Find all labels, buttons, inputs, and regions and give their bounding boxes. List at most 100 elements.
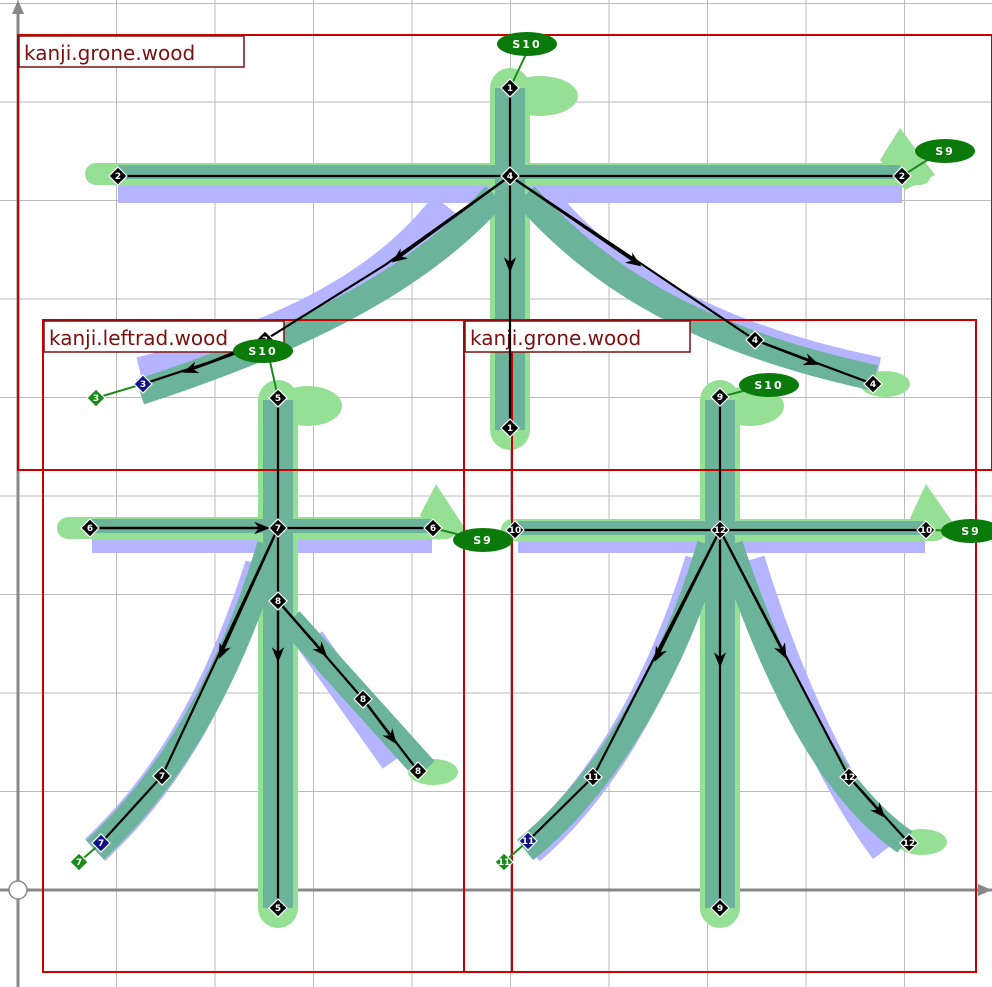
node-diamond-icon [505, 520, 525, 540]
node-label: 7 [275, 524, 281, 534]
node-label: 12 [714, 526, 727, 536]
right-box-label: kanji.grone.wood [470, 326, 641, 350]
node-7-blue[interactable]: 7 [91, 833, 111, 853]
node-4-black[interactable]: 4 [745, 330, 765, 350]
node-label: 4 [752, 336, 758, 346]
node-6-black[interactable]: 6 [423, 518, 443, 538]
tag-label: S10 [248, 345, 277, 358]
node-diamond-icon [268, 898, 288, 918]
tag-ellipse [453, 528, 513, 552]
left-box[interactable] [42, 319, 513, 973]
node-label: 3 [93, 394, 99, 404]
node-diamond-icon [583, 767, 603, 787]
node-6-black[interactable]: 6 [80, 518, 100, 538]
node-4-black[interactable]: 4 [500, 166, 520, 186]
right-box[interactable] [463, 319, 977, 973]
node-12-black[interactable]: 12 [710, 520, 730, 540]
skeleton-right-left-sweep-arrow [654, 529, 721, 662]
node-8-black[interactable]: 8 [408, 761, 428, 781]
tag-ellipse [739, 373, 799, 397]
skeleton-right-right-sweep-arrow [719, 529, 787, 659]
node-10-black[interactable]: 10 [916, 520, 936, 540]
stroke-tag-badge[interactable]: S9 [941, 519, 992, 543]
node-label: 2 [899, 172, 905, 182]
node-9-black[interactable]: 9 [710, 898, 730, 918]
node-diamond-icon [494, 852, 514, 872]
node-7-black[interactable]: 7 [268, 518, 288, 538]
node-label: 12 [903, 839, 916, 849]
node-8-black[interactable]: 8 [268, 591, 288, 611]
teal-stroke-left-sweep [86, 541, 283, 860]
node-10-black[interactable]: 10 [505, 520, 525, 540]
node-diamond-icon [353, 689, 373, 709]
node-11-black[interactable]: 11 [583, 767, 603, 787]
node-5-black[interactable]: 5 [268, 388, 288, 408]
stroke-tag-badge[interactable]: S10 [233, 339, 293, 363]
bounding-boxes [17, 34, 992, 973]
outer-box-label: kanji.grone.wood [24, 41, 195, 65]
tag-ellipse [941, 519, 992, 543]
node-label: 12 [843, 773, 856, 783]
tag-label: S10 [512, 38, 541, 51]
node-label: 6 [430, 524, 436, 534]
node-7-green[interactable]: 7 [69, 852, 89, 872]
stroke-tag-badge[interactable]: S9 [453, 528, 513, 552]
node-label: 3 [140, 380, 146, 390]
node-9-black[interactable]: 9 [710, 387, 730, 407]
node-1-black[interactable]: 1 [500, 418, 520, 438]
skeleton-left-diag-arrow [277, 600, 328, 657]
node-label: 4 [870, 380, 876, 390]
node-5-black[interactable]: 5 [268, 898, 288, 918]
stroke-tag-badge[interactable]: S10 [739, 373, 799, 397]
skeleton-left-sweep-arrow [218, 527, 280, 660]
node-diamond-icon [892, 166, 912, 186]
origin-point[interactable] [8, 880, 28, 900]
node-11-green[interactable]: 11 [494, 852, 514, 872]
tag-label: S9 [961, 525, 981, 538]
skeleton-top-right-arrow [509, 175, 642, 267]
stroke-tag-badge[interactable]: S10 [497, 32, 557, 56]
node-3-blue[interactable]: 3 [133, 374, 153, 394]
node-12-black[interactable]: 12 [839, 767, 859, 787]
node-4-black[interactable]: 4 [863, 374, 883, 394]
node-2-black[interactable]: 2 [892, 166, 912, 186]
y-axis-arrow-icon [12, 0, 24, 14]
x-axis-arrow-icon [978, 884, 992, 896]
node-diamond-icon [408, 761, 428, 781]
node-diamond-icon [839, 767, 859, 787]
node-11-blue[interactable]: 11 [518, 831, 538, 851]
node-7-black[interactable]: 7 [152, 766, 172, 786]
node-label: 8 [415, 767, 421, 777]
node-3-green[interactable]: 3 [86, 388, 106, 408]
node-1-black[interactable]: 1 [500, 78, 520, 98]
outer-box[interactable] [17, 34, 992, 471]
skeleton-top-left-arrow [391, 175, 511, 263]
node-diamond-icon [108, 166, 128, 186]
node-diamond-icon [916, 520, 936, 540]
tag-ellipse [497, 32, 557, 56]
outer-box-label-bg [18, 35, 245, 68]
node-label: 7 [159, 772, 165, 782]
node-label: 8 [360, 695, 366, 705]
node-label: 2 [115, 172, 121, 182]
connector-top-left-tail [95, 383, 144, 399]
teal-stroke-right-right-sweep [717, 540, 913, 853]
node-diamond-icon [899, 833, 919, 853]
skeleton-right-right-arrow2 [848, 776, 886, 818]
node-12-black[interactable]: 12 [899, 833, 919, 853]
node-label: 1 [507, 424, 513, 434]
teal-stroke-top-left-sweep [135, 186, 505, 405]
node-diamond-icon [86, 388, 106, 408]
node-label: 9 [717, 393, 723, 403]
tag-ellipse [233, 339, 293, 363]
node-label: 5 [275, 904, 281, 914]
stroke-tag-badge[interactable]: S9 [915, 139, 975, 163]
node-diamond-icon [268, 518, 288, 538]
node-diamond-icon [80, 518, 100, 538]
node-8-black[interactable]: 8 [353, 689, 373, 709]
node-diamond-icon [745, 330, 765, 350]
node-2-black[interactable]: 2 [108, 166, 128, 186]
box-labels: kanji.grone.wood kanji.leftrad.wood kanj… [18, 35, 691, 353]
